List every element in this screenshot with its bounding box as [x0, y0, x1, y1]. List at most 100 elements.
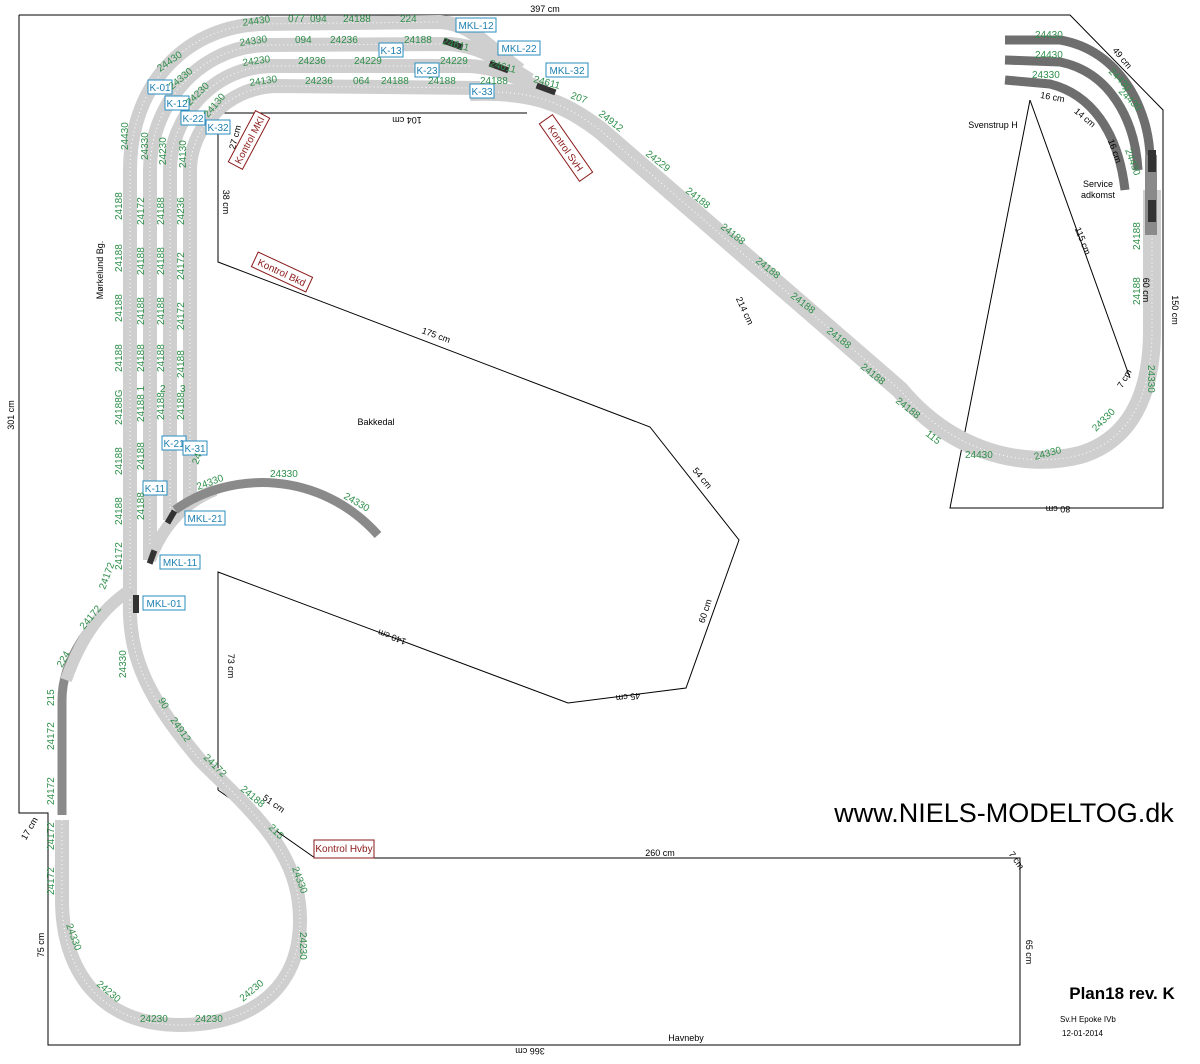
control-hvby: Kontrol Hvby: [315, 844, 372, 855]
track-number-label: 24188: [114, 344, 125, 372]
track-number-label: 24188: [156, 197, 167, 225]
track-number-label: 24188: [114, 294, 125, 322]
track-number-label: 24430: [1035, 30, 1063, 41]
track-number-label: 24230: [242, 54, 272, 69]
dim-17: 17 cm: [19, 815, 40, 841]
track-number-label: 24188: [136, 442, 147, 470]
dim-214: 214 cm: [734, 295, 756, 326]
track-number-label: 24330: [239, 34, 269, 49]
track-number-label: 24172: [136, 197, 147, 225]
track-number-label: 24188: [114, 497, 125, 525]
track-number-label: 24330: [118, 650, 129, 678]
dim-60: 60 cm: [697, 598, 714, 624]
track-number-label: 24230: [158, 137, 169, 165]
dim-left: 301 cm: [6, 400, 16, 430]
dim-7a: 7 cm: [1007, 849, 1026, 871]
label-k21: K-21: [163, 439, 185, 450]
dim-60b: 60 cm: [1141, 278, 1151, 303]
track-number-label: 24229: [440, 56, 468, 67]
dim-115: 115 cm: [1073, 226, 1093, 257]
track-number-label: 094: [295, 35, 312, 46]
track-number-label: 24188 1: [136, 385, 147, 422]
dim-16a: 16 cm: [1040, 90, 1066, 104]
label-k31: K-31: [184, 444, 206, 455]
control-hvby-box: [313, 839, 375, 859]
track-number-label: 24188G: [114, 389, 125, 425]
track-number-label: 3: [180, 384, 186, 395]
track-number-label: 077: [288, 14, 305, 25]
track-number-label: 24188: [156, 247, 167, 275]
track-number-label: 24229: [354, 56, 382, 67]
station-havneby: Havneby: [668, 1033, 704, 1043]
track-number-label: 2: [160, 384, 166, 395]
dim-260: 260 cm: [645, 848, 675, 858]
track-numbers: 24430 077 094 24188 224 24330 094 24236 …: [46, 14, 1156, 1025]
dim-54: 54 cm: [691, 465, 714, 490]
track-number-label: 24330: [1145, 365, 1156, 393]
control-bkd-box: [250, 251, 314, 293]
plan-title: Plan18 rev. K: [1069, 984, 1175, 1003]
track-number-label: 24236: [330, 35, 358, 46]
label-k11: K-11: [145, 484, 166, 495]
label-k23: K-23: [416, 66, 438, 77]
track-number-label: 24188: [1132, 277, 1143, 305]
dim-16b: 16 cm: [1106, 138, 1124, 164]
control-svh: Kontrol SvH: [545, 124, 585, 174]
track-number-label: 24188: [428, 76, 456, 87]
track-number-label: 24188: [176, 392, 187, 420]
track-number-label: 24230: [140, 1014, 168, 1025]
station-bakkedal: Bakkedal: [357, 417, 394, 427]
dim-top: 397 cm: [530, 4, 560, 14]
track-number-label: 24172: [46, 822, 57, 850]
track-number-label: 24130: [178, 140, 189, 168]
track-number-label: 90: [155, 696, 170, 712]
track-number-label: 24188: [381, 76, 409, 87]
track-number-label: 24188: [1132, 222, 1143, 250]
track-number-label: 24188: [156, 344, 167, 372]
track-number-label: 24172: [176, 302, 187, 330]
label-mkl22: MKL-22: [501, 44, 536, 55]
dim-bottom: 366 cm: [515, 1046, 545, 1056]
track-number-label: 24188: [136, 247, 147, 275]
track-number-label: 24330: [1032, 70, 1060, 81]
website: www.NIELS-MODELTOG.dk: [833, 798, 1174, 828]
dim-right: 150 cm: [1170, 295, 1180, 325]
dim-80: 80 cm: [1046, 504, 1071, 514]
station-morkelund: Mørkelund Bg.: [95, 241, 105, 300]
track-number-label: 24172: [46, 777, 57, 805]
track-number-label: 24188: [156, 392, 167, 420]
track-number-label: 24188: [156, 297, 167, 325]
dim-140: 140 cm: [376, 627, 407, 646]
label-mkl11: MKL-11: [163, 558, 198, 569]
label-k32: K-32: [207, 123, 229, 134]
track-number-label: 24130: [249, 74, 279, 89]
track-number-label: 24330: [140, 132, 151, 160]
plan-subtitle: Sv.H Epoke IVb: [1060, 1015, 1116, 1024]
track-number-label: 24188: [114, 447, 125, 475]
dim-175: 175 cm: [420, 325, 451, 344]
label-k12: K-12: [166, 99, 188, 110]
label-k22: K-22: [182, 114, 204, 125]
track-number-label: 24172: [46, 722, 57, 750]
track-number-label: 24430: [120, 122, 131, 150]
control-svh-box: [538, 114, 594, 182]
track-number-label: 24188: [136, 492, 147, 520]
label-mkl32: MKL-32: [549, 66, 584, 77]
label-mkl01: MKL-01: [146, 599, 181, 610]
track-number-label: 24188: [114, 192, 125, 220]
service-line1: Service: [1083, 179, 1113, 189]
track-number-label: 24172: [46, 867, 57, 895]
track-layer: [55, 15, 1161, 1032]
label-k13: K-13: [380, 46, 402, 57]
track-number-label: 24230: [297, 932, 308, 960]
service-line2: adkomst: [1081, 190, 1116, 200]
label-mkl21: MKL-21: [187, 514, 222, 525]
track-number-label: 24188: [136, 344, 147, 372]
track-number-label: 24330: [270, 469, 298, 480]
track-number-label: 24236: [305, 76, 333, 87]
track-number-label: 24430: [242, 14, 272, 29]
track-number-label: 24188: [176, 350, 187, 378]
track-number-label: 215: [46, 689, 57, 706]
track-number-label: 24: [190, 451, 204, 466]
